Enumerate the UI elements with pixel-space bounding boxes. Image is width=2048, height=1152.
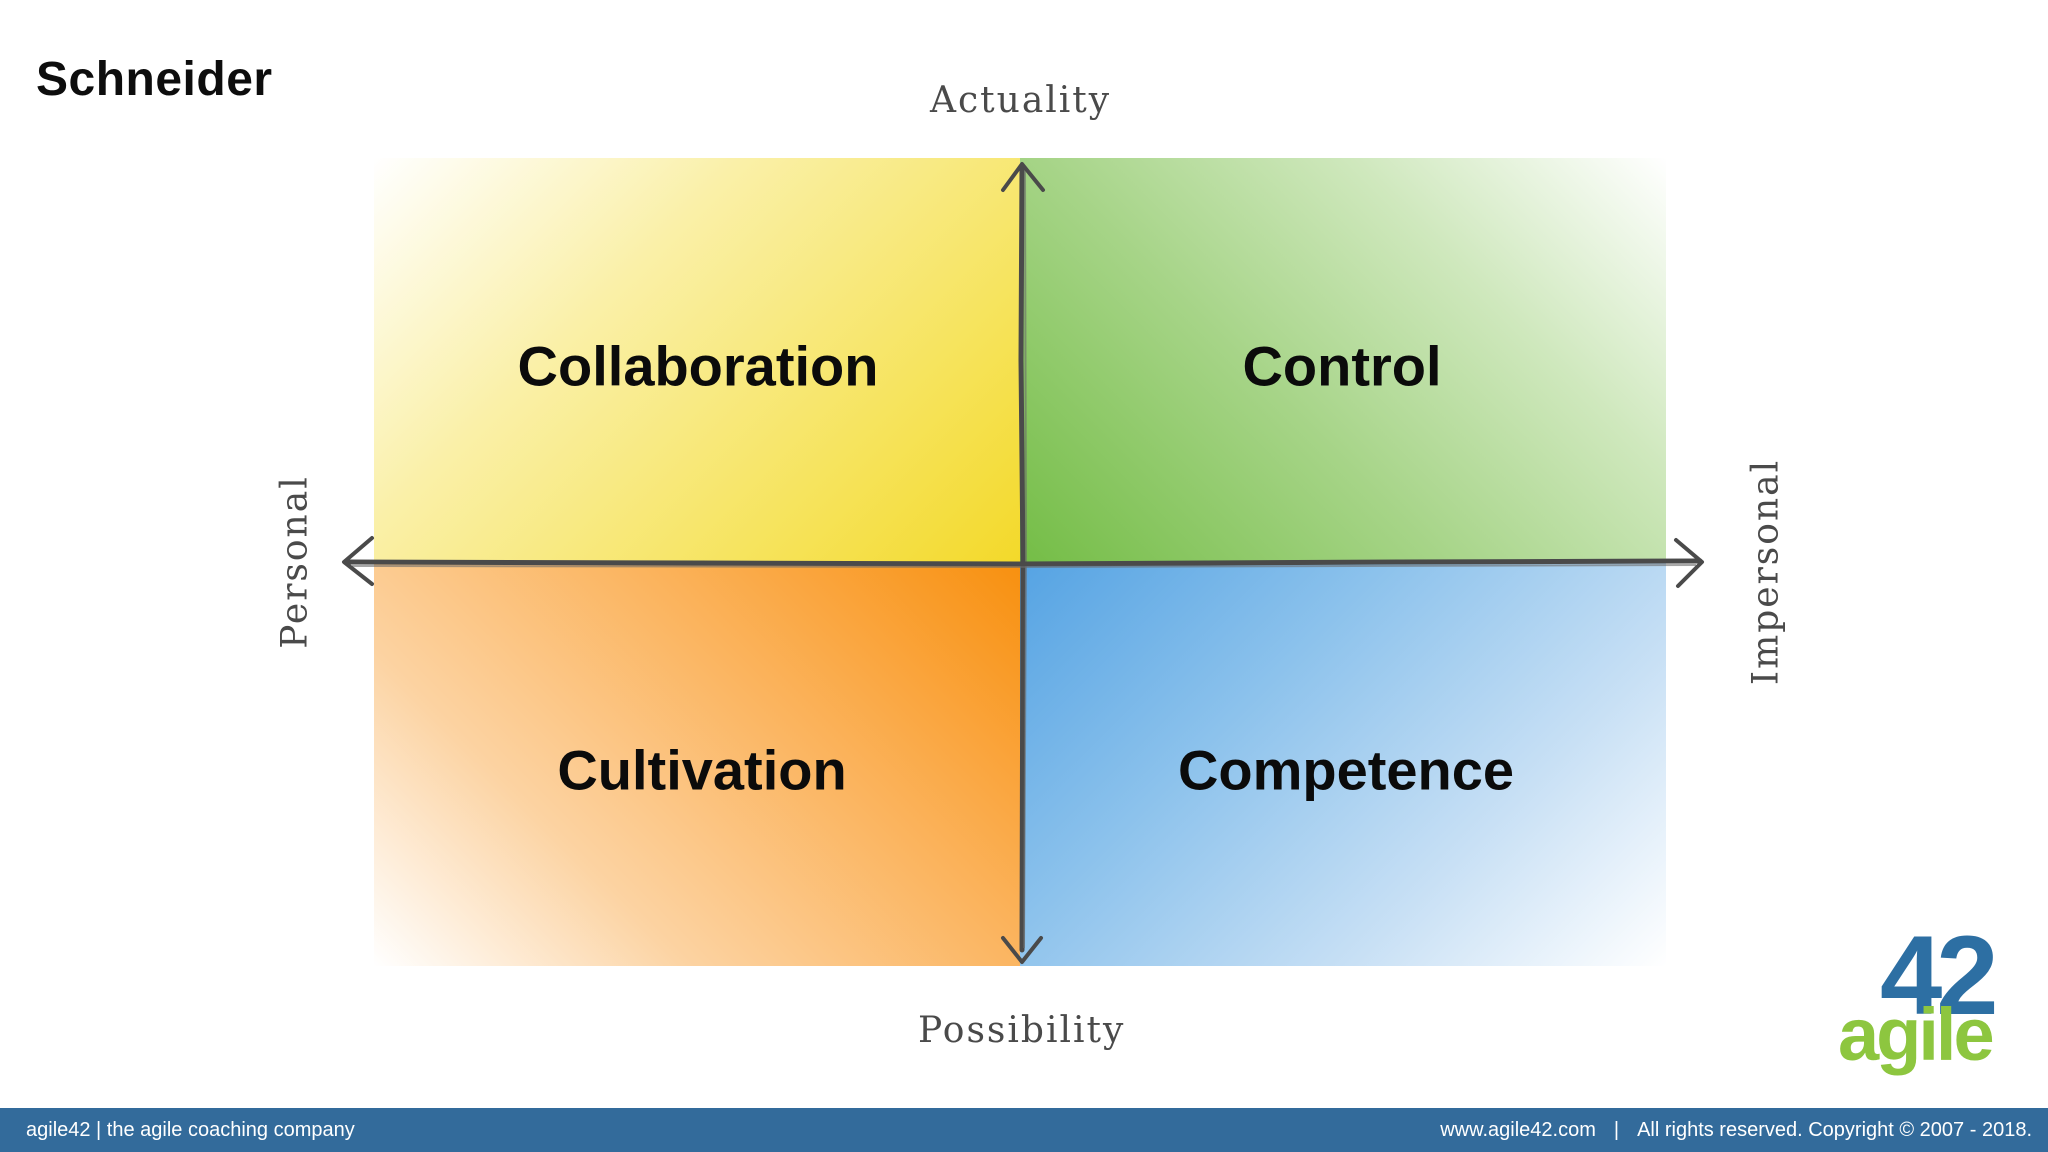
footer-copyright: All rights reserved. Copyright © 2007 - … [1637, 1118, 2032, 1141]
vertical-axis-line-shadow [1023, 169, 1028, 949]
logo-word: agile [1838, 993, 1995, 1076]
quadrant-label-collaboration: Collaboration [517, 334, 879, 398]
axis-label-impersonal: Impersonal [1745, 458, 1787, 686]
footer-bar: agile42 | the agile coaching company www… [0, 1108, 2048, 1152]
horizontal-axis-line [345, 558, 1703, 567]
logo-number: 42 [1880, 913, 1999, 1038]
arrow-down-icon [1001, 936, 1043, 964]
axis-label-possibility: Possibility [918, 1010, 1126, 1051]
axis-label-actuality: Actuality [930, 80, 1112, 121]
horizontal-axis-line-shadow [351, 564, 1697, 569]
arrow-left-icon [342, 536, 374, 586]
footer-separator: | [1613, 1118, 1620, 1141]
footer-website-link[interactable]: www.agile42.com [1440, 1118, 1596, 1141]
arrow-up-icon [1001, 162, 1045, 192]
arrow-right-icon [1674, 538, 1704, 588]
quadrant-collaboration [374, 158, 1020, 562]
vertical-axis-line [1018, 163, 1026, 953]
agile42-logo: 42 agile [1838, 920, 2018, 1090]
quadrant-cultivation [374, 562, 1020, 966]
footer-right: www.agile42.com | All rights reserved. C… [1440, 1119, 2032, 1142]
quadrant-competence [1020, 562, 1666, 966]
slide-title: Schneider [36, 53, 273, 106]
quadrant-label-control: Control [1242, 334, 1442, 398]
quadrant-label-competence: Competence [1177, 738, 1515, 802]
footer-company: agile42 | the agile coaching company [26, 1118, 355, 1141]
axis-label-personal: Personal [274, 475, 316, 649]
quadrant-control [1020, 158, 1666, 562]
quadrant-label-cultivation: Cultivation [557, 738, 847, 802]
